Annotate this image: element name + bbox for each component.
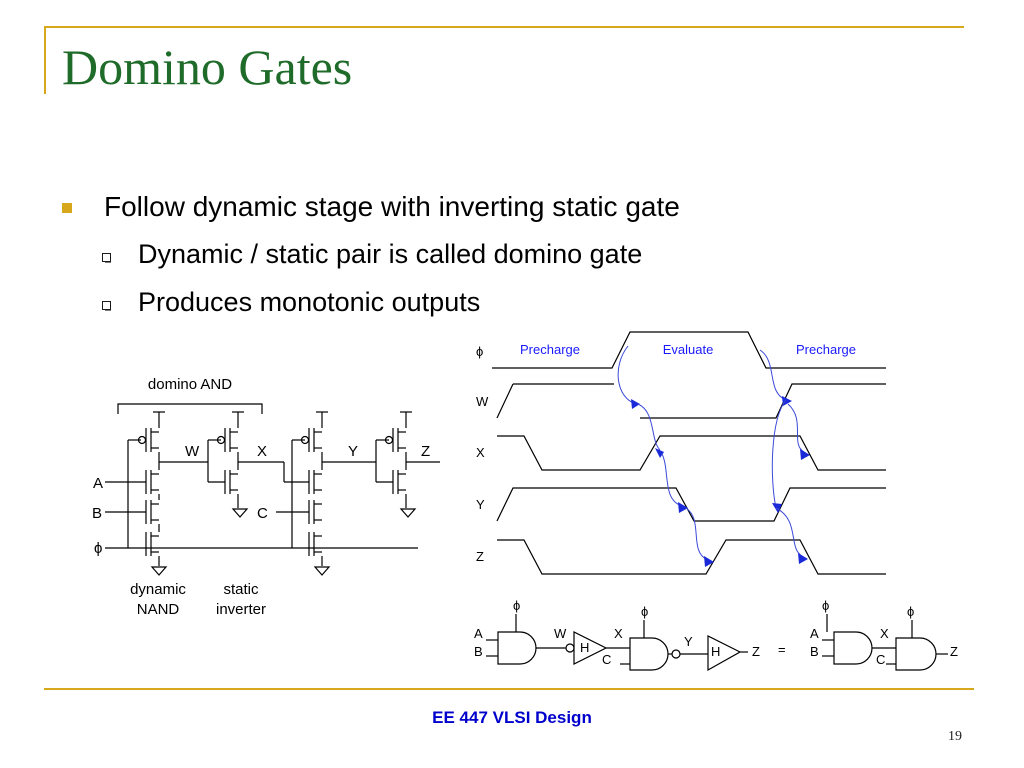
node-y-label: Y: [348, 443, 358, 460]
nand-gate-icon: [497, 631, 537, 665]
sub-bullet-box-icon: [102, 253, 111, 263]
stage-label-static: static: [223, 581, 259, 598]
and-gate-icon: [629, 637, 669, 671]
domino-and-label: domino AND: [148, 376, 232, 393]
clock-label-3: ϕ: [822, 598, 829, 613]
bullet-2: Dynamic / static pair is called domino g…: [138, 239, 643, 269]
gate-diagram: ϕ A B W H X ϕ C Y H Z = ϕ A B: [474, 598, 958, 672]
waveform-phi: [492, 331, 886, 369]
gate-node-y: Y: [684, 634, 693, 649]
gate-node-x-right: X: [880, 626, 889, 641]
page-number: 19: [948, 729, 962, 744]
bullet-1: Follow dynamic stage with inverting stat…: [104, 191, 680, 222]
gate-input-a: A: [474, 626, 483, 641]
waveform-z: [497, 539, 886, 575]
title-frame-horizontal: [44, 26, 964, 28]
waveform-y: [496, 487, 886, 522]
signal-x-label: X: [476, 445, 485, 460]
phi-input-label: ϕ: [94, 540, 102, 557]
gate-node-z: Z: [752, 644, 760, 659]
sub-bullet-box-icon: [102, 301, 111, 311]
slide-title: Domino Gates: [62, 39, 353, 95]
clock-label-1: ϕ: [513, 598, 520, 613]
clock-label-2: ϕ: [641, 604, 648, 619]
domino-and-schematic: domino AND A B ϕ W X: [92, 376, 440, 618]
buffer-h-icon-2: [707, 635, 742, 672]
buffer-h-label-1: H: [580, 640, 589, 655]
timing-diagram: Precharge Evaluate Precharge ϕ W X Y Z: [476, 331, 886, 575]
signal-w-label: W: [476, 394, 489, 409]
and-gate-icon-right-2: [895, 637, 937, 671]
title-frame-vertical: [44, 26, 46, 94]
signal-phi-label: ϕ: [476, 344, 483, 359]
gate-input-b: B: [474, 644, 483, 659]
gate-input-a-right: A: [810, 626, 819, 641]
buffer-h-label-2: H: [711, 644, 720, 659]
stage-label-inverter: inverter: [216, 601, 266, 618]
input-a-label: A: [93, 475, 103, 492]
footer-divider: [44, 688, 974, 690]
domino-bracket: [117, 403, 263, 414]
bullet-3: Produces monotonic outputs: [138, 287, 481, 317]
gate-input-b-right: B: [810, 644, 819, 659]
equals-sign: =: [778, 642, 786, 657]
gate-node-w: W: [554, 626, 567, 641]
clock-label-4: ϕ: [907, 604, 914, 619]
gate-node-z-right: Z: [950, 644, 958, 659]
node-x-label: X: [257, 443, 267, 460]
node-w-label: W: [185, 443, 200, 460]
gate-node-x: X: [614, 626, 623, 641]
and-gate-icon-right: [833, 631, 873, 665]
waveform-x: [497, 435, 886, 471]
input-b-label: B: [92, 505, 102, 522]
phase-precharge-1: Precharge: [520, 342, 580, 357]
phase-evaluate: Evaluate: [663, 342, 714, 357]
signal-y-label: Y: [476, 497, 485, 512]
node-z-label: Z: [421, 443, 430, 460]
footer-course: EE 447 VLSI Design: [432, 708, 592, 727]
bullet-square-icon: [62, 203, 72, 213]
gate-input-c-right: C: [876, 652, 885, 667]
signal-z-label: Z: [476, 549, 484, 564]
stage-label-dynamic: dynamic: [130, 581, 186, 598]
buffer-h-icon-1: [573, 631, 608, 665]
stage-label-nand: NAND: [137, 601, 180, 618]
gate-input-c: C: [602, 652, 611, 667]
input-c-label: C: [257, 505, 268, 522]
phase-precharge-2: Precharge: [796, 342, 856, 357]
waveform-w: [496, 383, 886, 419]
